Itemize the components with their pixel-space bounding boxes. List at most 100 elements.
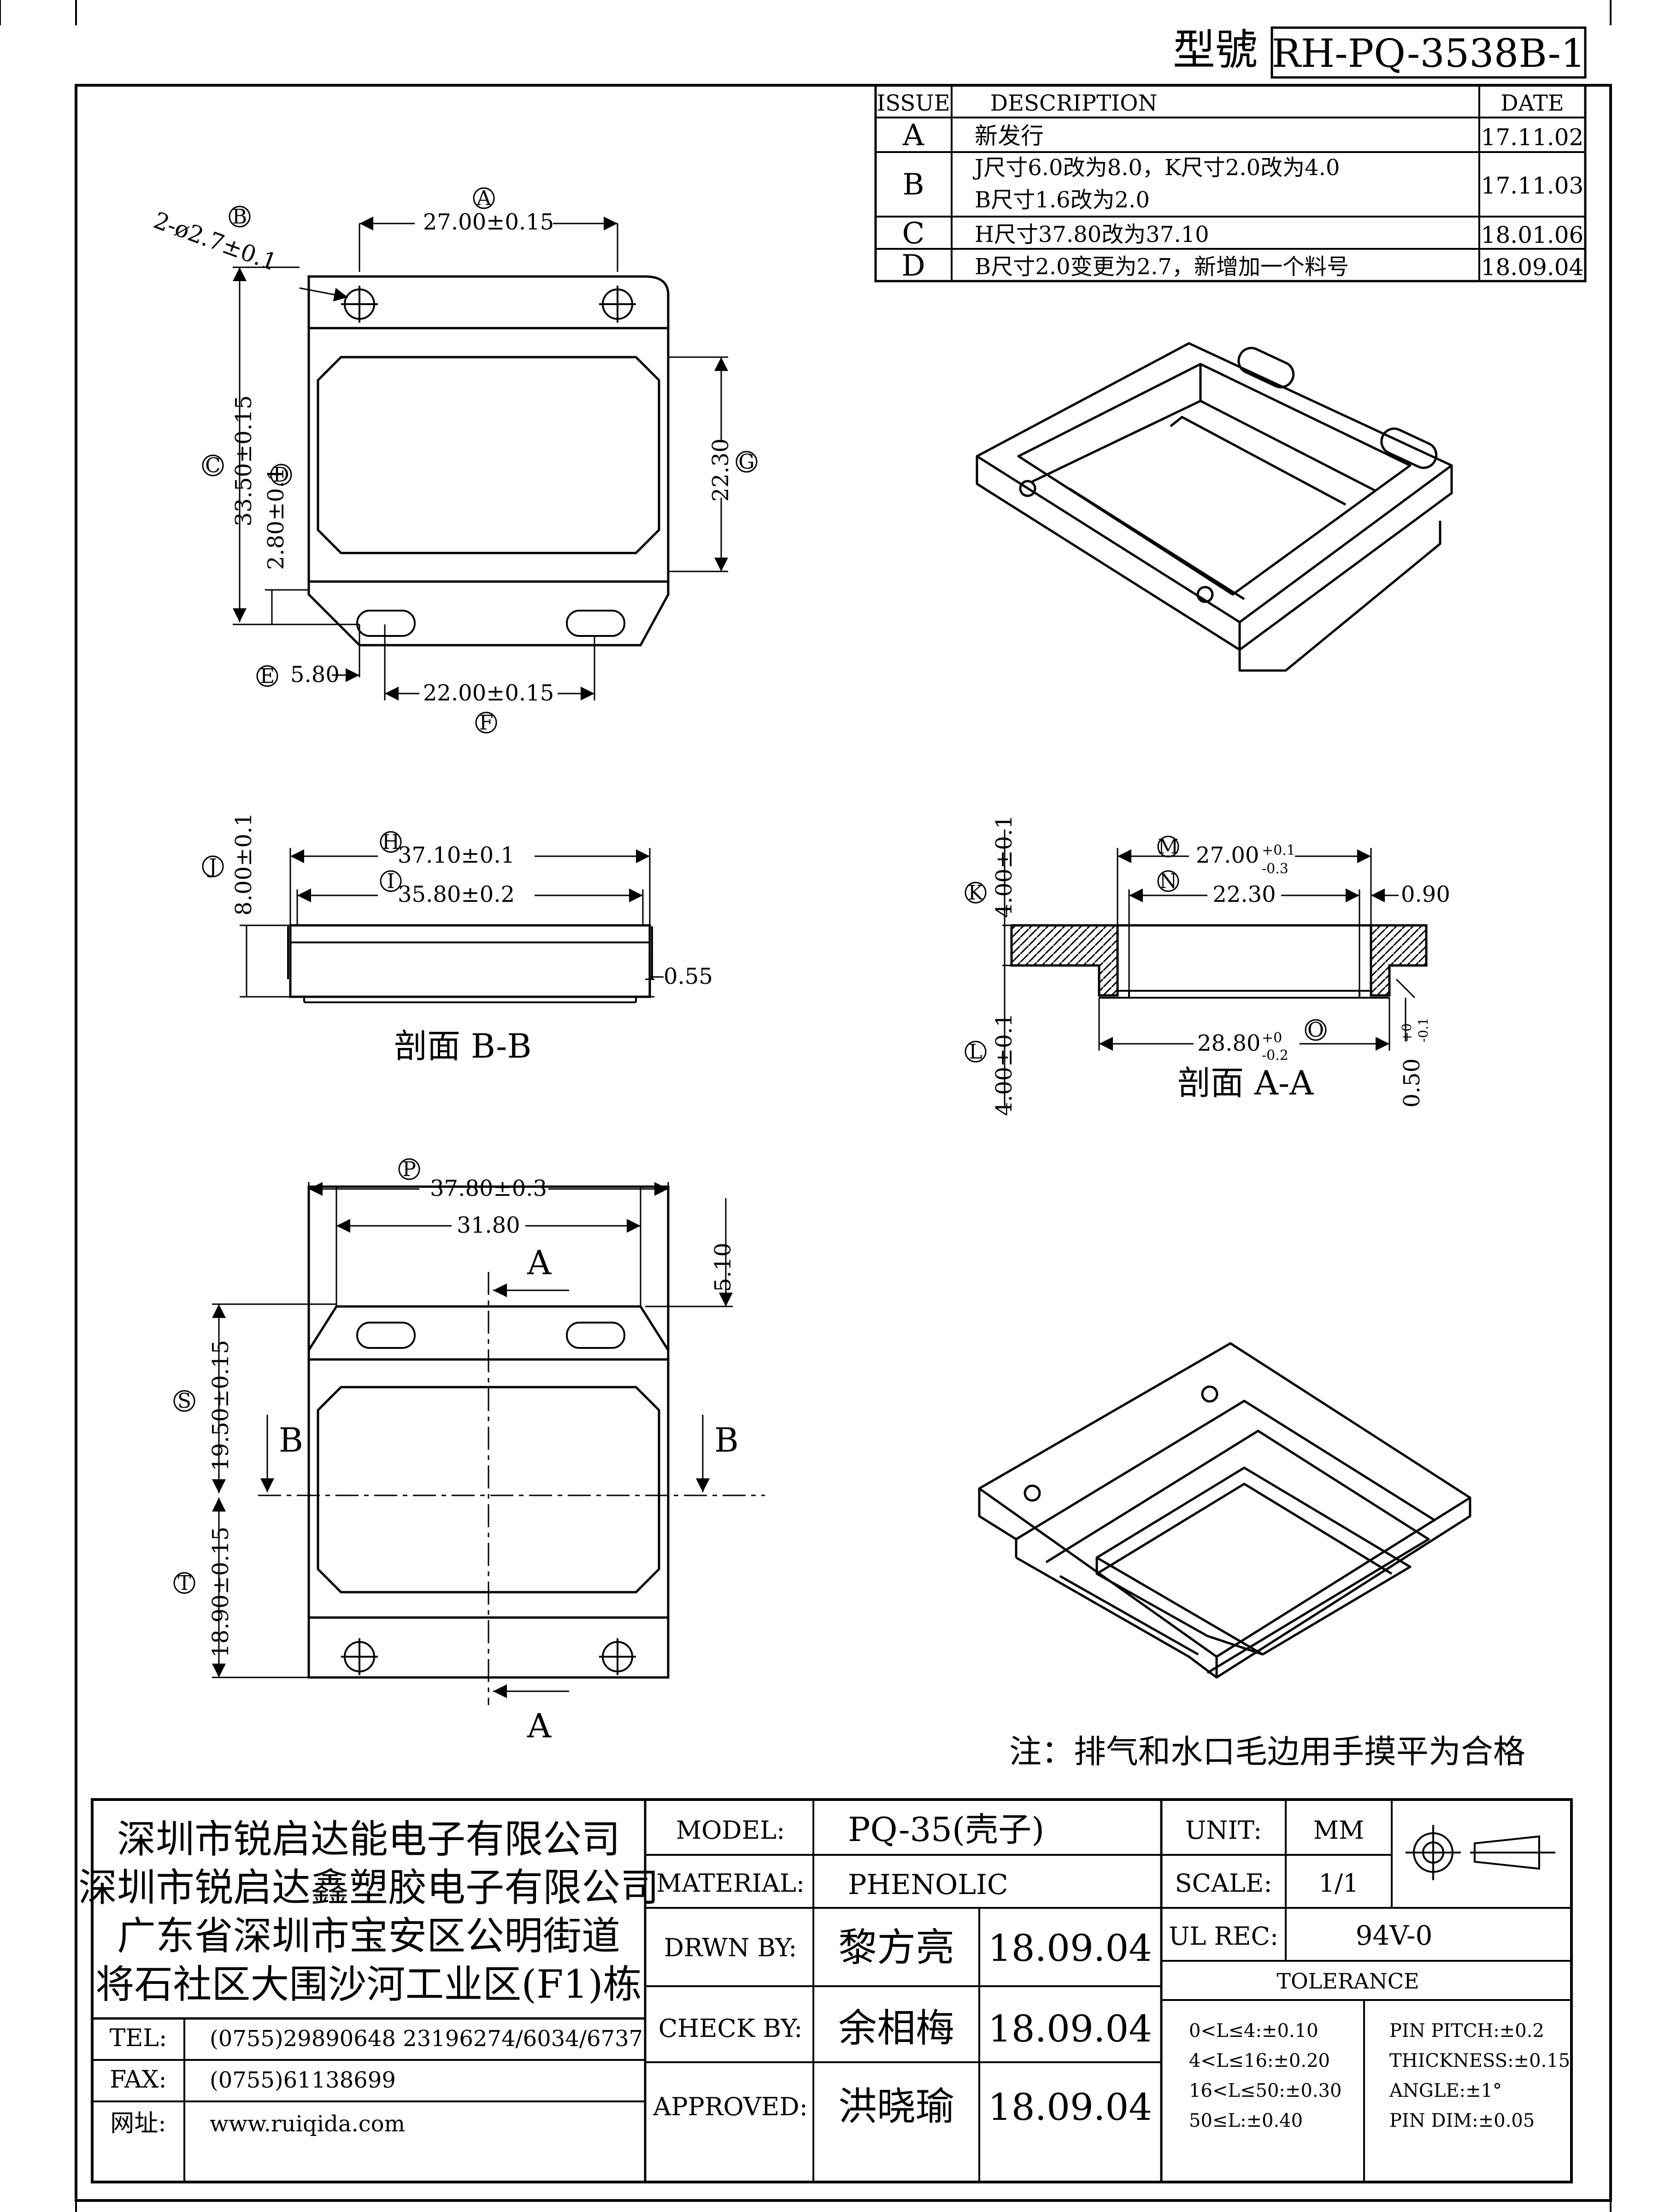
- scale-label: SCALE:: [1175, 1869, 1272, 1898]
- svg-text:S: S: [177, 1389, 191, 1413]
- fax-value: (0755)61138699: [210, 2067, 396, 2093]
- rev-a-date: 17.11.02: [1481, 124, 1584, 151]
- tol-left-2: 4<L≤16:±0.20: [1189, 2050, 1330, 2071]
- callout-p: P: [398, 1158, 420, 1181]
- rev-a-desc: 新发行: [975, 123, 1044, 149]
- rev-d-date: 18.09.04: [1481, 254, 1584, 281]
- rev-c-desc: H尺寸37.80改为37.10: [975, 222, 1209, 247]
- svg-text:I: I: [387, 870, 394, 893]
- note-text: 注：排气和水口毛边用手摸平为合格: [1009, 1733, 1525, 1771]
- bottom-view: A A B B 37.80±0.3 31.80 5.10 19.50±0.15 …: [208, 1176, 765, 1745]
- tol-left-1: 0<L≤4:±0.10: [1189, 2020, 1318, 2041]
- dim-m-tol-lower: -0.3: [1262, 861, 1288, 877]
- revision-table: ISSUE DESCRIPTION DATE A 新发行 17.11.02 B …: [874, 84, 1587, 283]
- mounting-hole-icon: [341, 286, 378, 323]
- top-view-outline: [307, 275, 670, 647]
- callout-g: G: [735, 450, 758, 474]
- company-name-1: 深圳市锐启达能电子有限公司: [117, 1817, 620, 1862]
- dim-g-label: 22.30: [708, 438, 734, 501]
- mounting-hole-icon: [599, 286, 636, 323]
- dim-a-label: 27.00±0.15: [423, 209, 554, 235]
- callout-h: H: [380, 830, 402, 854]
- svg-text:M: M: [1158, 835, 1178, 859]
- material-label: MATERIAL:: [656, 1869, 805, 1898]
- rev-c-date: 18.01.06: [1481, 222, 1584, 248]
- cut-b-right: B: [714, 1421, 739, 1459]
- drawn-label: DRWN BY:: [664, 1933, 797, 1962]
- tel-label: TEL:: [110, 2024, 167, 2052]
- svg-text:F: F: [479, 711, 494, 735]
- vent-slot: [566, 610, 625, 637]
- projection-symbol-icon: [1406, 1825, 1555, 1880]
- dim-m-tol-upper: +0.1: [1262, 842, 1295, 859]
- dim-inner-label: 31.80: [457, 1212, 520, 1238]
- callout-l: L: [965, 1040, 987, 1064]
- drawn-date: 18.09.04: [988, 1927, 1152, 1970]
- unit-value: MM: [1313, 1816, 1365, 1845]
- svg-text:D: D: [273, 463, 289, 487]
- top-view-inner-frame: [307, 327, 670, 583]
- fax-label: FAX:: [110, 2066, 167, 2094]
- callout-t: T: [173, 1571, 195, 1595]
- section-bb-side-dim: 0.55: [664, 964, 713, 989]
- dim-o-tol-lower: -0.2: [1262, 1047, 1288, 1064]
- dim-c-label: 33.50±0.15: [231, 395, 257, 527]
- sheet-border: [75, 84, 1612, 2202]
- approved-date: 18.09.04: [988, 2086, 1152, 2129]
- tol-right-1: PIN PITCH:±0.2: [1389, 2020, 1544, 2041]
- dim-e-label: 5.80: [290, 662, 340, 688]
- callout-c: C: [202, 454, 224, 477]
- dim-510-label: 5.10: [710, 1243, 736, 1292]
- callout-d: D: [270, 463, 292, 487]
- dim-p-label: 37.80±0.3: [430, 1176, 547, 1201]
- svg-text:A: A: [476, 187, 492, 210]
- callout-b: B: [229, 205, 251, 229]
- vent-slot: [356, 1322, 416, 1349]
- mounting-hole-icon: [599, 1638, 636, 1675]
- isometric-view-top: [976, 342, 1453, 672]
- svg-text:H: H: [382, 830, 400, 854]
- approved-label: APPROVED:: [653, 2092, 808, 2121]
- tolerance-label: TOLERANCE: [1277, 1969, 1419, 1994]
- callout-e: E: [256, 665, 278, 688]
- check-date: 18.09.04: [988, 2007, 1152, 2050]
- title-block: 深圳市锐启达能电子有限公司 深圳市锐启达鑫塑胶电子有限公司 广东省深圳市宝安区公…: [78, 1798, 1573, 2183]
- callout-s: S: [173, 1389, 195, 1413]
- dim-o-tol-upper: +0: [1262, 1030, 1282, 1046]
- drawn-name: 黎方亮: [838, 1925, 954, 1970]
- ul-label: UL REC:: [1169, 1922, 1278, 1951]
- rev-c-issue: C: [902, 217, 925, 251]
- material-value: PHENOLIC: [848, 1869, 1008, 1901]
- callout-a: A: [473, 187, 495, 210]
- svg-text:T: T: [177, 1571, 191, 1595]
- company-address-1: 广东省深圳市宝安区公明街道: [117, 1913, 620, 1959]
- dim-s-label: 19.50±0.15: [208, 1340, 234, 1471]
- callout-k: K: [965, 881, 987, 905]
- top-view-cavity: [317, 356, 660, 554]
- tol-right-4: PIN DIM:±0.05: [1389, 2110, 1535, 2131]
- rev-b-date: 17.11.03: [1481, 172, 1584, 199]
- cut-a-top: A: [527, 1243, 552, 1282]
- callout-j: J: [202, 855, 224, 878]
- dim-f-label: 22.00±0.15: [423, 680, 554, 706]
- rev-d-desc: B尺寸2.0变更为2.7，新增加一个料号: [975, 254, 1349, 280]
- rev-b-issue: B: [902, 168, 924, 202]
- scale-value: 1/1: [1319, 1869, 1359, 1898]
- model-value: PQ-35(壳子): [848, 1810, 1044, 1849]
- tol-left-4: 50≤L:±0.40: [1189, 2110, 1303, 2131]
- section-bb-label: 剖面 B-B: [394, 1027, 531, 1065]
- callout-m: M: [1157, 835, 1179, 859]
- check-label: CHECK BY:: [659, 2014, 803, 2043]
- vent-slot: [356, 610, 416, 637]
- callout-f: F: [475, 711, 497, 735]
- section-aa-bottom-tol-lower: -0.1: [1416, 1018, 1431, 1042]
- rev-header-description: DESCRIPTION: [990, 90, 1158, 116]
- tol-right-3: ANGLE:±1°: [1389, 2080, 1502, 2101]
- svg-text:K: K: [968, 881, 984, 905]
- bottom-view-cavity: [317, 1386, 660, 1594]
- dim-t-label: 18.90±0.15: [208, 1527, 234, 1658]
- dim-m-label: 27.00: [1196, 842, 1259, 868]
- tol-left-3: 16<L≤50:±0.30: [1189, 2080, 1341, 2101]
- section-aa-bottom-tol-upper: +0: [1399, 1024, 1414, 1042]
